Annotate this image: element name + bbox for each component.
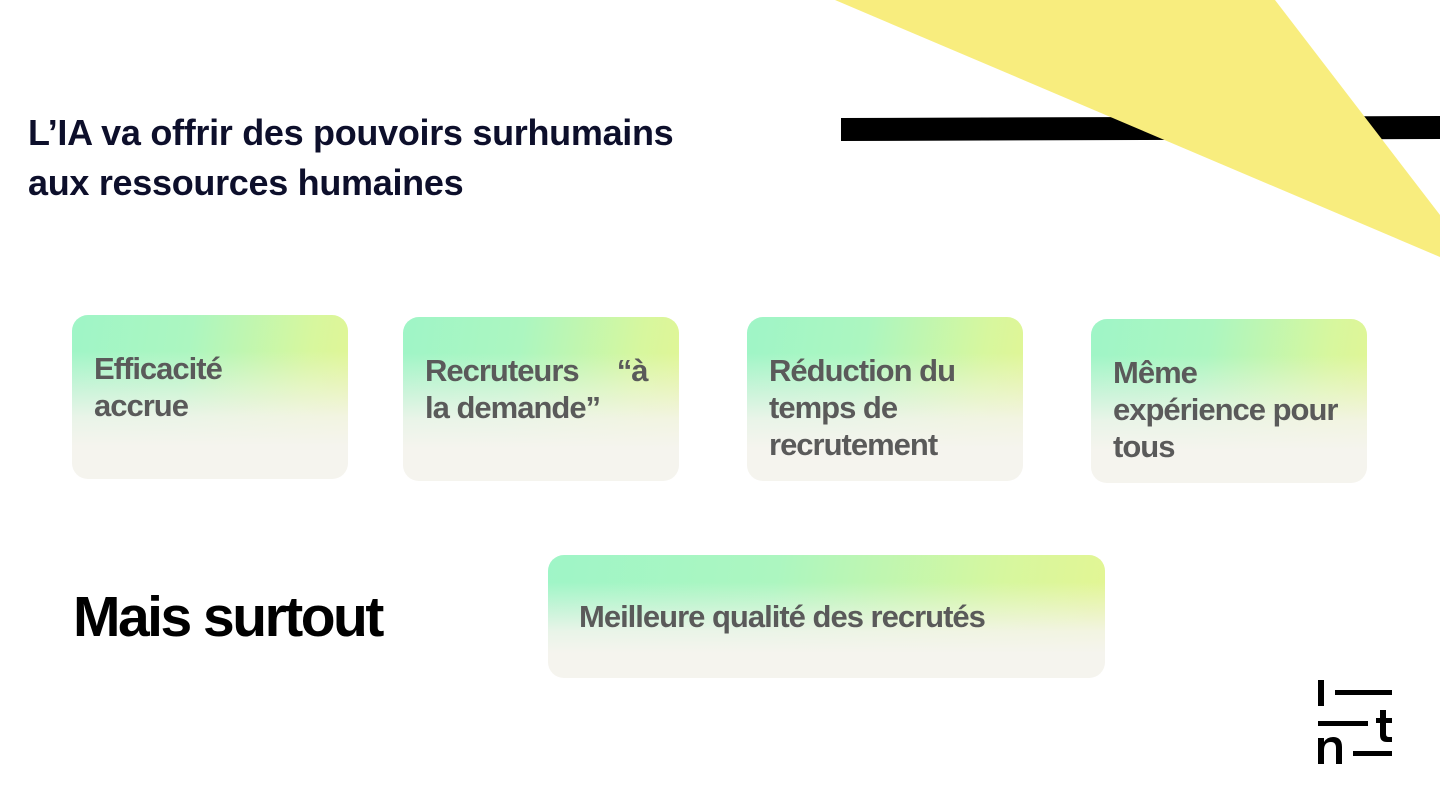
yellow-triangle bbox=[835, 0, 1440, 257]
card-label-line: Même bbox=[1113, 355, 1198, 390]
card-label-line: recrutement bbox=[769, 427, 938, 462]
card-label: Efficacité accrue bbox=[94, 350, 223, 424]
logo-letter-n bbox=[1318, 737, 1342, 764]
card-label-line: expérience pour bbox=[1113, 392, 1338, 427]
card-label-line: Recruteurs “à bbox=[425, 353, 648, 388]
benefit-card-on-demand-recruiters: Recruteurs “à la demande” bbox=[403, 317, 679, 481]
card-label: Meilleure qualité des recrutés bbox=[579, 598, 986, 635]
highlight-card-quality: Meilleure qualité des recrutés bbox=[548, 555, 1105, 678]
logo-line-top bbox=[1335, 690, 1392, 695]
card-label-line: la demande” bbox=[425, 390, 601, 425]
card-label-line: tous bbox=[1113, 429, 1175, 464]
card-label: Réduction du temps de recrutement bbox=[769, 352, 956, 463]
card-label: Même expérience pour tous bbox=[1113, 354, 1338, 465]
benefit-card-same-experience: Même expérience pour tous bbox=[1091, 319, 1367, 483]
card-label-line: accrue bbox=[94, 388, 189, 423]
card-label-line: Réduction du bbox=[769, 353, 956, 388]
title-line-1: L’IA va offrir des pouvoirs surhumains bbox=[28, 112, 674, 153]
benefit-card-efficiency: Efficacité accrue bbox=[72, 315, 348, 479]
card-label: Recruteurs “à la demande” bbox=[425, 352, 648, 426]
black-bar bbox=[841, 116, 1440, 141]
card-label-line: temps de bbox=[769, 390, 898, 425]
logo-line-bottom bbox=[1353, 751, 1392, 756]
title-line-2: aux ressources humaines bbox=[28, 162, 464, 203]
logo-letter-t bbox=[1376, 710, 1392, 742]
brand-logo bbox=[1318, 680, 1392, 764]
emphasis-heading: Mais surtout bbox=[73, 585, 384, 649]
card-label-line: Efficacité bbox=[94, 351, 223, 386]
logo-letter-l bbox=[1318, 680, 1324, 706]
page-title: L’IA va offrir des pouvoirs surhumains a… bbox=[28, 108, 674, 208]
benefit-card-time-reduction: Réduction du temps de recrutement bbox=[747, 317, 1023, 481]
logo-line-middle bbox=[1318, 721, 1368, 726]
card-label-line: Meilleure qualité des recrutés bbox=[579, 599, 986, 634]
